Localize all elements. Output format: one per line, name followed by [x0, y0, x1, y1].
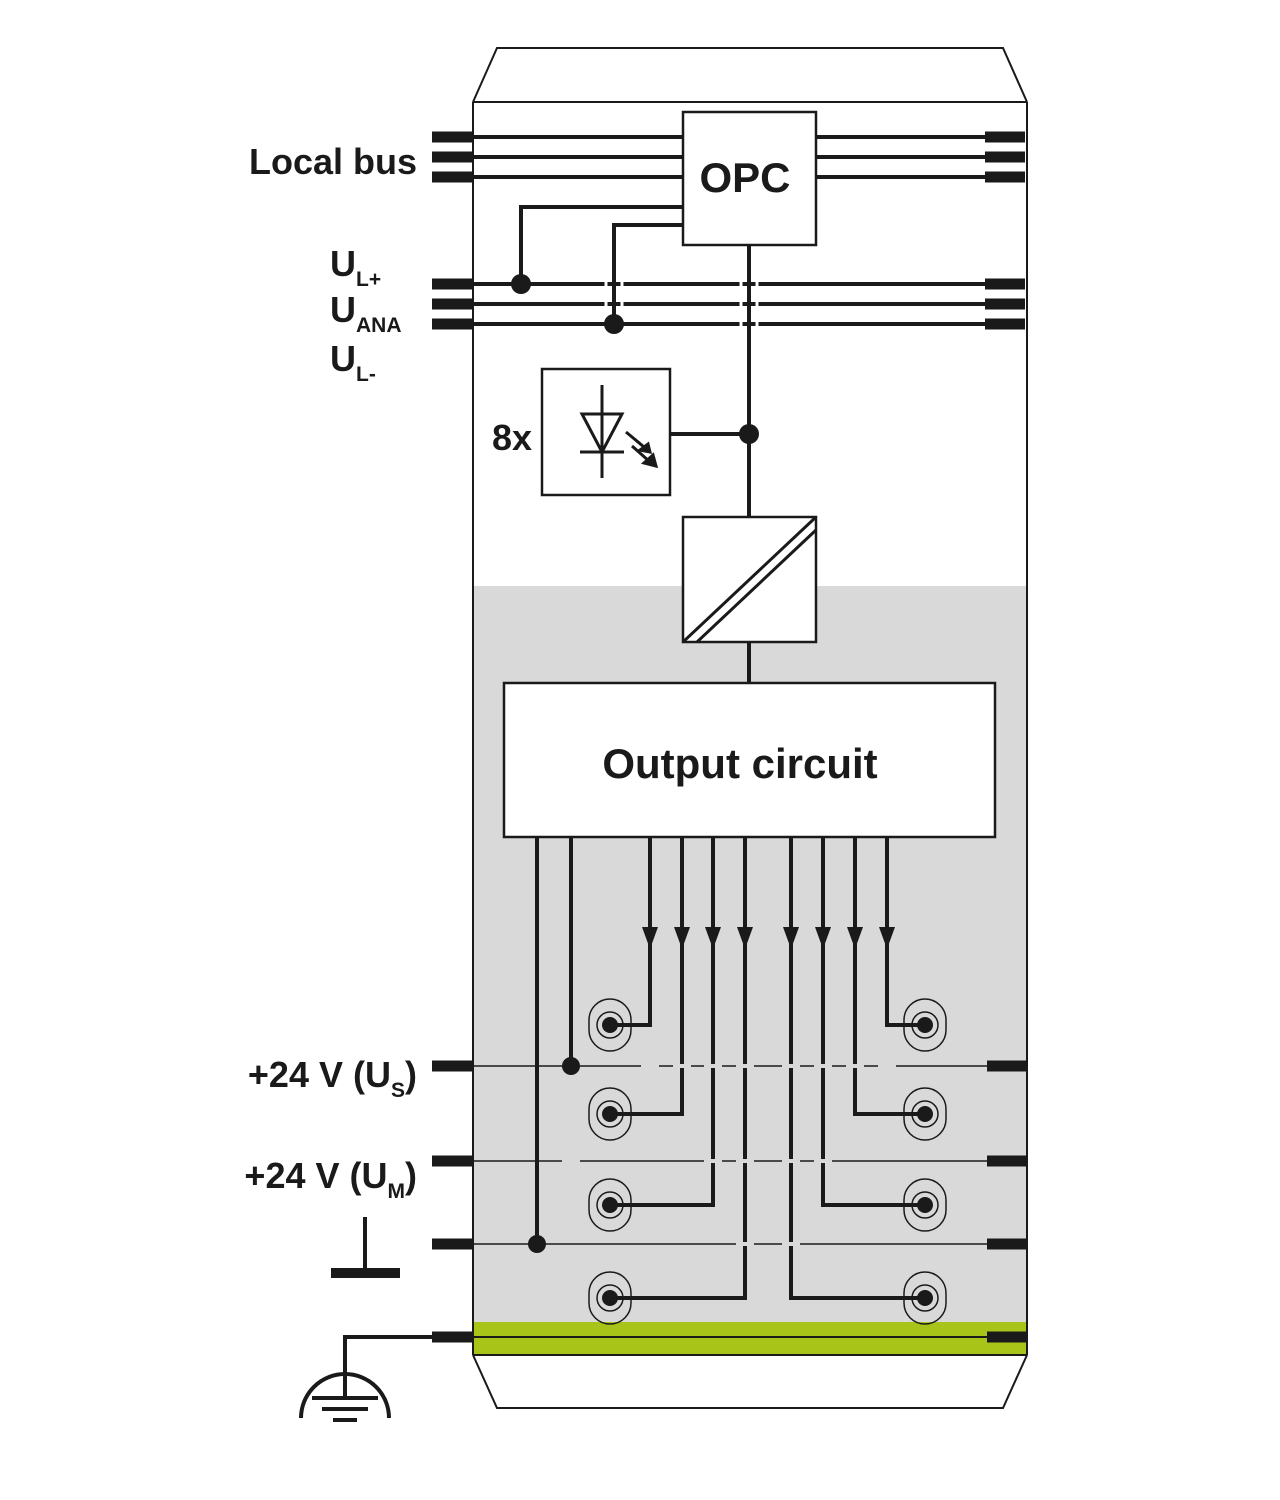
output-terminal-icon [903, 1178, 947, 1232]
junction-dots-bottom [528, 1057, 580, 1253]
uana-label: UANA [330, 289, 402, 337]
output-terminals [588, 998, 947, 1325]
module-sides [472, 102, 1028, 1355]
protective-earth-icon [299, 1335, 432, 1422]
output-terminal-icon [588, 998, 632, 1052]
ul-plus-label: UL+ [330, 243, 381, 291]
ground-icon [331, 1217, 400, 1278]
io-supply-lines [472, 1065, 987, 1245]
supply-crossing-gaps [562, 1064, 896, 1246]
dc-dc-converter-icon [681, 515, 818, 644]
ul-minus-label: UL- [330, 338, 376, 386]
connector-stubs [432, 131, 1027, 1343]
output-terminal-icon [588, 1178, 632, 1232]
output-arrowheads [642, 927, 895, 949]
output-terminal-icon [903, 1271, 947, 1325]
led-icon [579, 385, 659, 478]
local-bus-label: Local bus [249, 141, 417, 182]
wire-crossing-gaps [604, 240, 759, 400]
opc-supply-wiring [519, 205, 751, 517]
um-supply-label: +24 V (UM) [244, 1155, 417, 1203]
output-terminal-icon [588, 1087, 632, 1141]
led-multiplier-label: 8x [492, 417, 532, 458]
module-housing [472, 47, 1028, 1409]
output-terminal-icon [903, 1087, 947, 1141]
opc-block: OPC [681, 110, 818, 247]
led-block: 8x [492, 367, 749, 497]
output-terminal-icon [903, 998, 947, 1052]
us-supply-label: +24 V (US) [248, 1054, 417, 1102]
opc-label: OPC [699, 154, 790, 201]
output-circuit-label: Output circuit [602, 740, 877, 787]
output-circuit-block: Output circuit [502, 681, 997, 839]
output-terminal-icon [588, 1271, 632, 1325]
